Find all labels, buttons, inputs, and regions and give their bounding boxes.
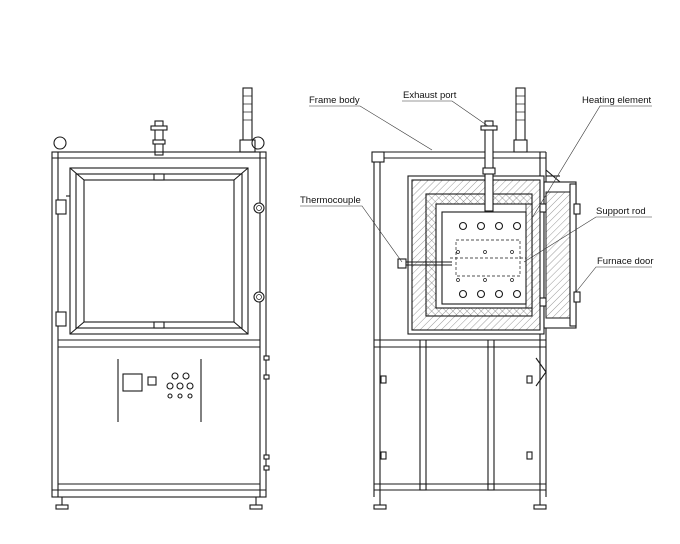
- front-view: [51, 87, 270, 510]
- lifting-eye-right: [251, 136, 265, 150]
- lifting-eye-left: [53, 136, 67, 150]
- furnace-body: [407, 175, 545, 335]
- label-exhaust-port: Exhaust port: [403, 90, 457, 101]
- label-support-rod: Support rod: [596, 206, 646, 217]
- display-screen: [122, 373, 143, 392]
- section-feet: [373, 497, 547, 510]
- thermocouple-probe: [397, 258, 452, 269]
- front-frame: [51, 151, 267, 498]
- front-chimney: [150, 120, 168, 156]
- control-panel: [117, 359, 202, 422]
- exhaust-pipe: [480, 120, 498, 212]
- label-heating-element: Heating element: [582, 95, 652, 106]
- label-frame-body: Frame body: [309, 95, 360, 106]
- label-furnace-door: Furnace door: [597, 256, 654, 267]
- front-feet: [55, 497, 263, 510]
- front-signal-tower: [239, 87, 256, 153]
- label-thermocouple: Thermocouple: [300, 195, 361, 206]
- furnace-door-part: [539, 169, 581, 329]
- section-signal-tower: [513, 87, 528, 153]
- labels: Frame body Exhaust port Heating element …: [300, 90, 654, 267]
- leader-lines: [300, 100, 652, 293]
- section-view: [371, 87, 581, 510]
- section-frame: [371, 151, 547, 497]
- heating-elements: [450, 221, 526, 299]
- front-door: [55, 167, 265, 335]
